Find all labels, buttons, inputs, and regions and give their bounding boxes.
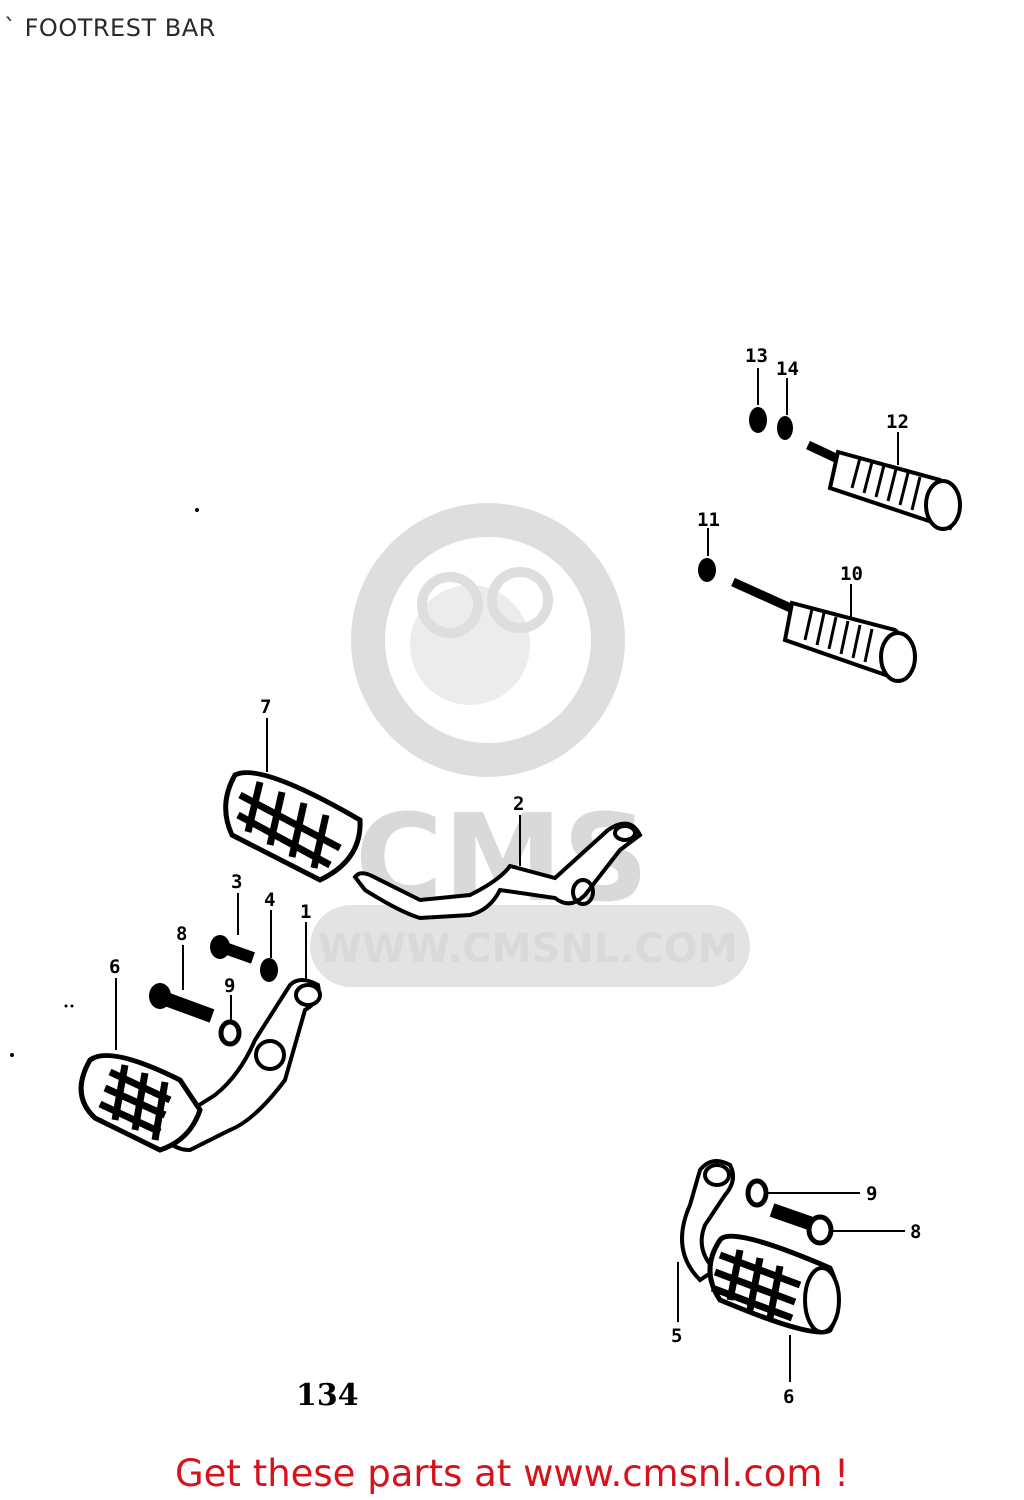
watermark-url: WWW.CMSNL.COM	[318, 926, 738, 972]
diagram-title: ` FOOTREST BAR	[4, 14, 216, 42]
footrest-bar-2	[352, 821, 643, 921]
footrest-rubber-7	[223, 770, 363, 883]
rear-footrest-lower	[731, 577, 917, 683]
bolt-8-right	[769, 1203, 834, 1246]
washer-11	[698, 558, 716, 582]
callout-10: 10	[840, 563, 863, 585]
callout-6-right: 6	[783, 1386, 794, 1408]
washer-9-right	[745, 1178, 769, 1208]
washer-4	[260, 958, 278, 982]
callout-9-left: 9	[224, 975, 235, 997]
callout-8-right: 8	[910, 1221, 921, 1243]
washer-9-left	[218, 1019, 242, 1047]
bolt-3	[210, 935, 256, 964]
callout-12: 12	[886, 411, 909, 433]
callout-6-left: 6	[109, 956, 120, 978]
callout-5: 5	[671, 1325, 682, 1347]
rear-footrest-upper	[806, 440, 962, 531]
footer-cta[interactable]: Get these parts at www.cmsnl.com !	[174, 1452, 849, 1495]
callout-13: 13	[745, 345, 768, 367]
watermark-logo: CMS WWW.CMSNL.COM	[310, 503, 750, 987]
callout-9-right: 9	[866, 1183, 877, 1205]
callout-14: 14	[776, 358, 799, 380]
front-footrest-left	[78, 978, 322, 1153]
callout-7: 7	[260, 696, 271, 718]
callout-1: 1	[300, 901, 311, 923]
bolt-8-left	[149, 983, 215, 1023]
callout-2: 2	[513, 793, 524, 815]
callout-11: 11	[697, 509, 720, 531]
callout-4: 4	[264, 889, 275, 911]
page-number: 134	[296, 1378, 359, 1413]
washer-14	[777, 416, 793, 440]
leader-lines	[115, 368, 905, 1382]
callout-3: 3	[231, 871, 242, 893]
washer-13	[749, 407, 767, 433]
callout-8-left: 8	[176, 923, 187, 945]
front-footrest-right	[680, 1159, 841, 1335]
